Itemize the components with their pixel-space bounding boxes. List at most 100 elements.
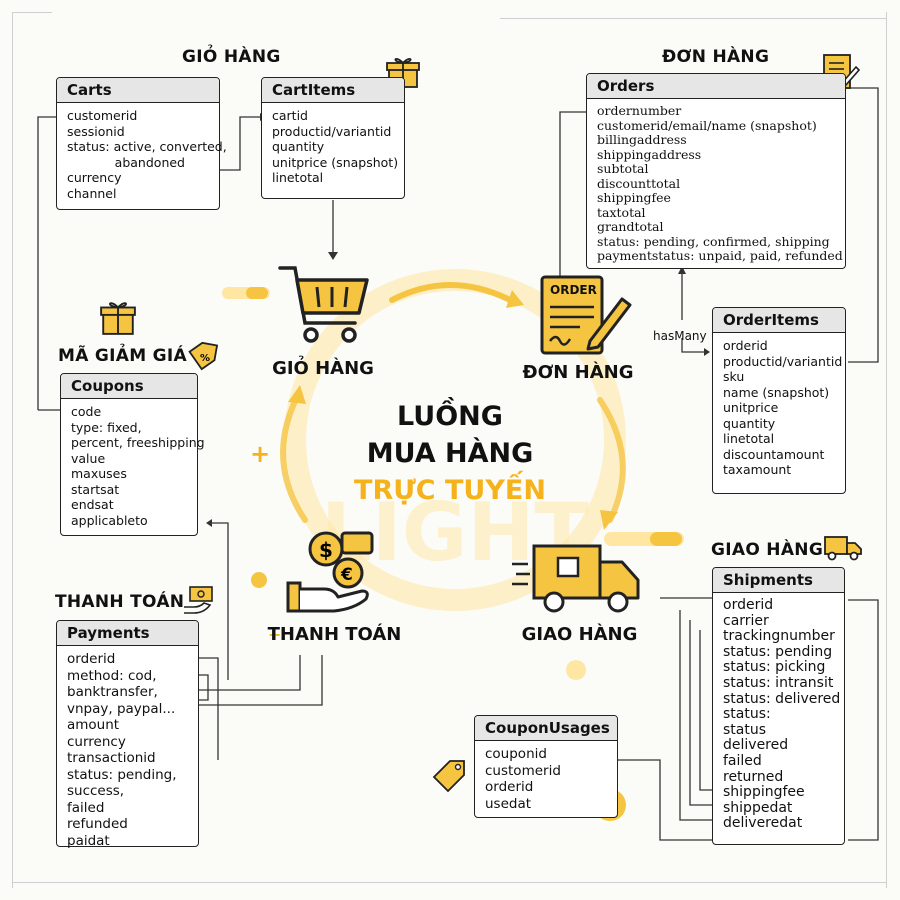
table-field: usedat [485,795,532,812]
connector-ship-3 [689,620,712,806]
table-field: shippingfee [597,190,671,205]
gift-icon [100,302,136,335]
table-title: CartItems [262,78,404,103]
connector-payments-1 [198,657,219,760]
table-field: taxamount [723,462,792,477]
arrowhead [678,266,686,274]
center-title-line3: TRỰC TUYẾN [354,475,546,506]
watermark-ring [284,269,626,611]
connector-couponusage [618,759,712,841]
table-field: linetotal [272,170,324,185]
deco-dot [566,660,586,680]
arrowhead [704,348,710,356]
frame-left [12,12,13,888]
section-title-don-hang: ĐƠN HÀNG [662,47,770,67]
table-field: paidat [67,832,110,849]
money-hand-icon: $ € [286,531,374,613]
table-field: status: delivered [723,690,841,707]
connector-payments-3 [198,655,301,691]
flow-arrowhead-pay-cart [288,385,306,404]
center-title: LUỒNG MUA HÀNG TRỰC TUYẾN [300,398,600,509]
table-field: shippingaddress [597,146,702,162]
table-field: startsat [71,481,120,497]
table-field: status: intransit [723,674,834,691]
table-field: currency [67,170,122,185]
svg-text:€: € [340,565,353,585]
flow-arrow-cart-order [389,282,513,303]
connector-carts-cartitems [37,116,56,410]
arrowhead [328,252,338,260]
connector-hasmany [681,338,708,353]
table-title: Shipments [713,568,844,593]
table-field: abandoned [67,154,185,170]
connector-payments-coupons [210,522,229,680]
delivery-truck-icon [512,544,640,613]
table-field: status [723,721,767,738]
payment-label: THANH TOÁN [267,624,402,645]
table-field: sku [723,369,745,384]
section-title-ma-giam-gia: MÃ GIẢM GIÁ [58,346,187,366]
relation-has-many-label: hasMany [653,329,707,343]
deco-plus: + [268,625,281,644]
order-document-icon: ORDER [540,275,635,355]
table-field: trackingnumber [723,628,835,645]
table-field: status: active, converted, [67,139,227,154]
deco-plus: + [250,440,270,468]
table-field: deliveredat [723,815,803,832]
table-field: customerid/email/name (snapshot) [597,117,817,133]
flow-arrow-pay-cart [280,392,308,523]
table-field: failed [67,799,105,816]
table-title: Payments [57,621,198,646]
table-field: delivered [723,737,789,754]
table-field: subtotal [597,161,649,176]
table-field: refunded [67,816,128,832]
table-title: Carts [57,78,219,103]
table-field: maxuses [71,466,127,481]
table-field: banktransfer, [67,684,158,700]
table-field: endsat [71,497,114,512]
table-field: shippingfee [723,784,805,801]
frame-top-right [500,18,886,19]
table-field: amount [67,717,120,733]
table-field: cartid [272,108,308,123]
table-field: quantity [272,139,325,154]
deco-pill [246,287,268,299]
center-title-line2: MUA HÀNG [366,438,534,469]
table-field: discountamount [723,446,825,462]
table-field: status: pending, confirmed, shipping [597,233,830,249]
section-title-giao-hang: GIAO HÀNG [711,540,824,560]
table-field: currency [67,733,126,750]
table-field: unitprice (snapshot) [272,154,399,170]
table-title: Coupons [61,374,197,399]
table-field: orderid [723,597,774,613]
cart-label: GIỎ HÀNG [272,358,374,379]
table-field: value [71,450,106,466]
table-field: status: [723,706,771,723]
table-field: shippedat [723,799,793,816]
table-field: success, [67,783,125,799]
table-field: method: cod, [67,667,157,684]
table-field: failed [723,752,762,769]
shopping-cart-icon [278,266,369,343]
money-hand-icon [184,586,213,614]
price-tag-icon [432,760,465,793]
table-field: unitprice [723,400,779,415]
table-field: code [71,404,102,419]
table-field: sessionid [67,123,125,139]
table-field: status: pending, [67,766,177,783]
connector-payments-4 [198,655,323,706]
table-field: productid/variantid [723,353,843,369]
connector-payments-2 [198,674,209,701]
table-field: orderid [723,338,768,353]
connector-ship-4 [699,630,712,791]
table-field: productid/variantid [272,123,392,139]
